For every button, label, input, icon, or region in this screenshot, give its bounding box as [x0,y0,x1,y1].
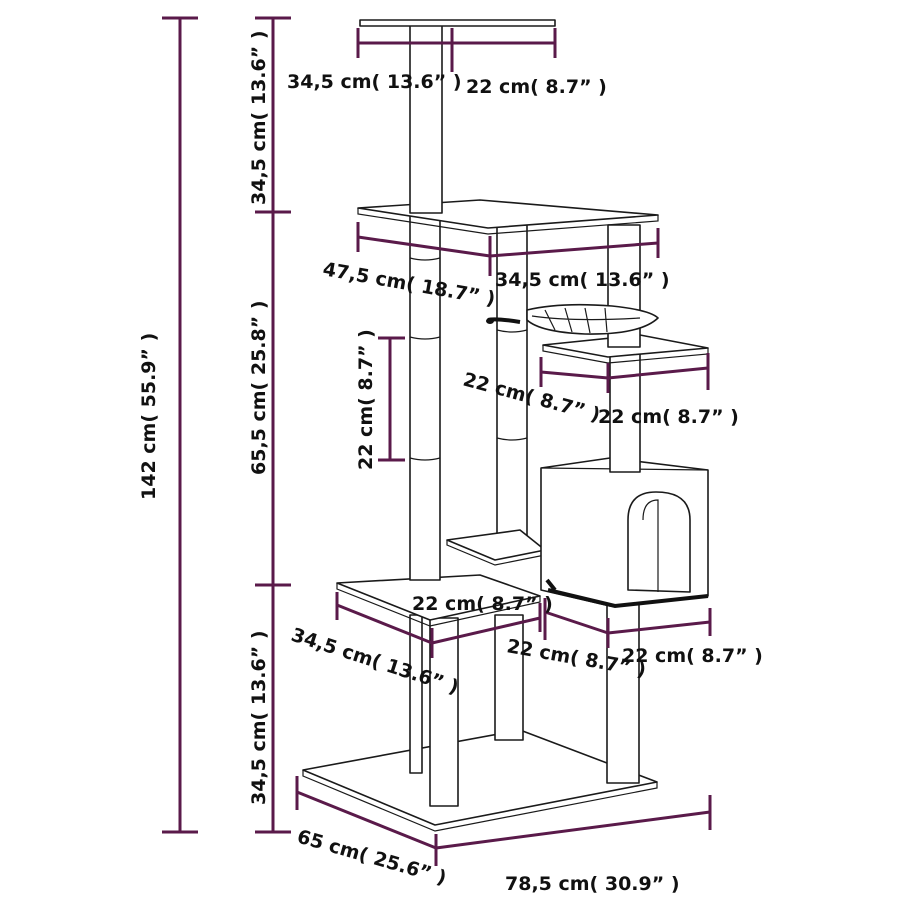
post-top [409,24,443,214]
step-platform [446,529,546,566]
label-lower-section: 34,5 cm( 13.6” ) [248,630,270,805]
post-left-tall [409,214,441,581]
post-right-front [606,594,640,784]
label-base-width: 78,5 cm( 30.9” ) [505,873,680,895]
label-middle-section: 65,5 cm( 25.8” ) [248,300,270,475]
label-upper-section: 34,5 cm( 13.6” ) [248,30,270,205]
dim-condo [543,598,712,648]
label-total-height: 142 cm( 55.9” ) [138,333,160,500]
post-left-front [429,617,459,807]
dim-top-platform [356,28,557,72]
label-top-platform-width: 34,5 cm( 13.6” ) [287,71,462,93]
condo-box [540,457,709,609]
label-side-platform-depth: 22 cm( 8.7” ) [598,406,739,428]
dim-section-heights [255,16,291,834]
dim-post-height [378,336,405,462]
dim-low-platform [335,592,542,658]
label-large-platform-depth: 34,5 cm( 13.6” ) [495,269,670,291]
top-platform [359,19,556,27]
label-base-depth: 65 cm( 25.6” ) [295,826,449,890]
label-large-platform-width: 47,5 cm( 18.7” ) [321,258,497,310]
post-right-upper [609,351,641,473]
condo-strap [547,588,709,609]
hammock [486,303,659,335]
label-top-platform-depth: 22 cm( 8.7” ) [466,76,607,98]
label-post-height: 22 cm( 8.7” ) [355,329,377,470]
dim-large-platform [356,222,660,276]
label-low-platform-depth: 22 cm( 8.7” ) [412,593,553,615]
label-condo-depth: 22 cm( 8.7” ) [622,645,763,667]
cat-tree-drawing [302,19,709,832]
label-side-platform-width: 22 cm( 8.7” ) [461,369,603,427]
post-middle-back [494,614,524,741]
dim-base [295,776,712,866]
dim-side-platform [539,353,710,393]
dimension-lines [162,16,712,866]
dim-total-height [162,16,198,834]
